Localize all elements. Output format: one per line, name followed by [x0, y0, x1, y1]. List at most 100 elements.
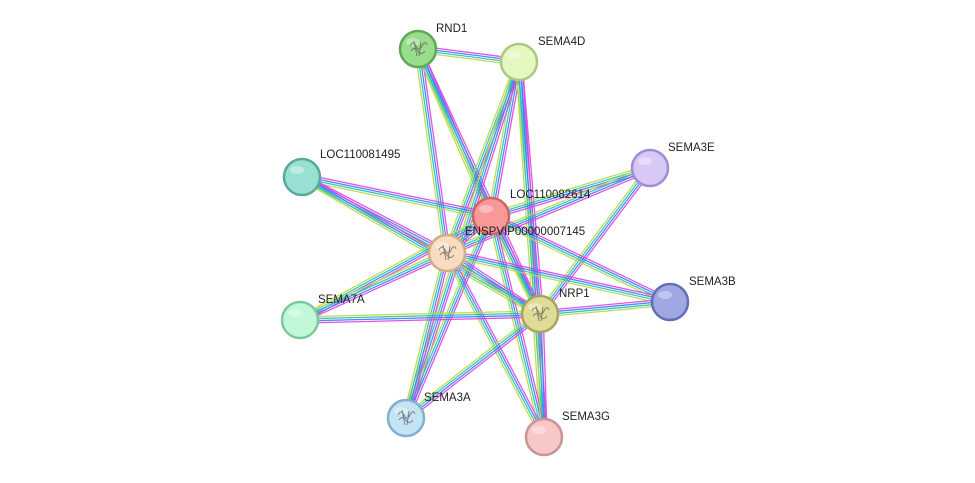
node-enspvip00000007145[interactable]: ENSPVIP00000007145 — [427, 226, 585, 273]
edge-evidence-line — [299, 251, 447, 320]
edge-evidence-line — [491, 62, 521, 217]
edge-evidence-line — [491, 214, 671, 302]
node-label: SEMA3G — [562, 411, 610, 423]
edge-evidence-line — [406, 314, 542, 420]
protein-structure-icon — [438, 244, 457, 261]
node-circle[interactable] — [499, 42, 539, 82]
node-circle[interactable] — [280, 300, 320, 340]
edge-evidence-line — [408, 216, 495, 420]
protein-structure-icon — [409, 40, 428, 57]
edge-nrp1-sema3b[interactable] — [539, 298, 671, 318]
edge-nrp1-sema7a[interactable] — [299, 310, 541, 324]
edge-evidence-line — [447, 168, 651, 255]
edge-evidence-line — [301, 179, 491, 220]
edge-evidence-line — [302, 175, 492, 216]
edge-evidence-line — [492, 212, 672, 300]
edge-evidence-line — [404, 252, 447, 418]
edge-evidence-line — [299, 312, 540, 320]
edge-nrp1-sema3a[interactable] — [403, 310, 543, 422]
edge-evidence-line — [416, 49, 447, 254]
edge-rnd1-enspvip00000007145[interactable] — [414, 48, 451, 254]
node-sema7a[interactable]: SEMA7A — [280, 294, 365, 340]
node-label: NRP1 — [559, 288, 590, 300]
edge-evidence-line — [447, 249, 671, 300]
edge-evidence-line — [298, 249, 446, 318]
edge-sema3e-loc110082614[interactable] — [489, 164, 652, 220]
edge-evidence-line — [302, 175, 448, 253]
edge-nrp1-sema3g[interactable] — [536, 313, 548, 438]
node-sema4d[interactable]: SEMA4D — [499, 36, 585, 82]
edge-evidence-line — [447, 170, 652, 257]
node-label: LOC110082614 — [510, 189, 591, 201]
edge-loc110082614-sema3b[interactable] — [489, 212, 672, 306]
node-circle[interactable] — [524, 417, 564, 457]
edge-loc110082614-sema3g[interactable] — [487, 215, 548, 438]
edge-evidence-line — [301, 255, 449, 324]
edge-evidence-line — [443, 60, 517, 253]
node-highlight — [638, 157, 652, 165]
node-label: LOC110081495 — [320, 149, 400, 161]
edge-evidence-line — [300, 179, 539, 318]
node-label: SEMA4D — [538, 36, 585, 48]
edge-evidence-line — [303, 173, 449, 251]
protein-structure-icon — [531, 305, 550, 322]
node-highlight — [507, 51, 521, 59]
edge-enspvip00000007145-sema7a[interactable] — [298, 249, 449, 324]
edge-evidence-line — [446, 253, 670, 304]
edge-evidence-line — [420, 48, 451, 253]
edge-evidence-line — [414, 49, 445, 254]
node-sema3b[interactable]: SEMA3B — [650, 276, 736, 322]
node-label: SEMA7A — [318, 294, 365, 306]
node-circle[interactable] — [650, 282, 690, 322]
edge-evidence-line — [407, 315, 543, 422]
node-circle[interactable] — [282, 157, 322, 197]
edge-evidence-line — [449, 251, 548, 436]
node-circle[interactable] — [471, 196, 511, 236]
node-label: RND1 — [436, 23, 467, 35]
node-label: ENSPVIP00000007145 — [465, 226, 585, 238]
edge-loc110081495-loc110082614[interactable] — [301, 173, 492, 220]
edge-evidence-line — [540, 168, 652, 316]
edge-evidence-line — [542, 169, 654, 317]
edge-evidence-line — [539, 300, 670, 314]
node-nrp1[interactable]: NRP1 — [520, 288, 590, 334]
edge-evidence-line — [298, 212, 490, 318]
node-loc110082614[interactable]: LOC110082614 — [471, 189, 591, 236]
edges-layer — [298, 45, 672, 439]
node-label: SEMA3B — [689, 276, 736, 288]
edge-loc110081495-enspvip00000007145[interactable] — [300, 173, 449, 257]
edge-evidence-line — [491, 170, 652, 220]
edge-evidence-line — [539, 298, 670, 312]
edge-evidence-line — [301, 177, 447, 255]
edge-evidence-line — [300, 316, 541, 324]
edge-evidence-line — [491, 168, 651, 218]
node-loc110081495[interactable]: LOC110081495 — [282, 149, 400, 197]
edge-evidence-line — [538, 166, 650, 314]
node-circle[interactable] — [630, 148, 670, 188]
edge-evidence-line — [489, 216, 544, 438]
edge-sema3e-nrp1[interactable] — [536, 165, 654, 317]
node-rnd1[interactable]: RND1 — [398, 23, 467, 69]
edge-enspvip00000007145-sema3a[interactable] — [402, 252, 451, 419]
edge-evidence-line — [403, 310, 539, 417]
node-highlight — [290, 166, 304, 174]
edge-evidence-line — [540, 304, 671, 318]
node-highlight — [479, 205, 493, 213]
node-highlight — [528, 303, 542, 311]
edge-evidence-line — [542, 313, 548, 437]
node-highlight — [435, 242, 449, 250]
edge-evidence-line — [300, 314, 541, 322]
node-sema3a[interactable]: SEMA3A — [386, 392, 471, 438]
edge-evidence-line — [489, 218, 669, 306]
node-highlight — [532, 426, 546, 434]
edge-enspvip00000007145-sema3b[interactable] — [446, 249, 671, 306]
edge-evidence-line — [447, 251, 671, 302]
node-sema3g[interactable]: SEMA3G — [524, 411, 610, 457]
edge-evidence-line — [536, 165, 648, 313]
edge-evidence-line — [406, 253, 449, 419]
node-sema3e[interactable]: SEMA3E — [630, 142, 715, 188]
edge-evidence-line — [300, 253, 448, 322]
edge-evidence-line — [301, 177, 491, 218]
